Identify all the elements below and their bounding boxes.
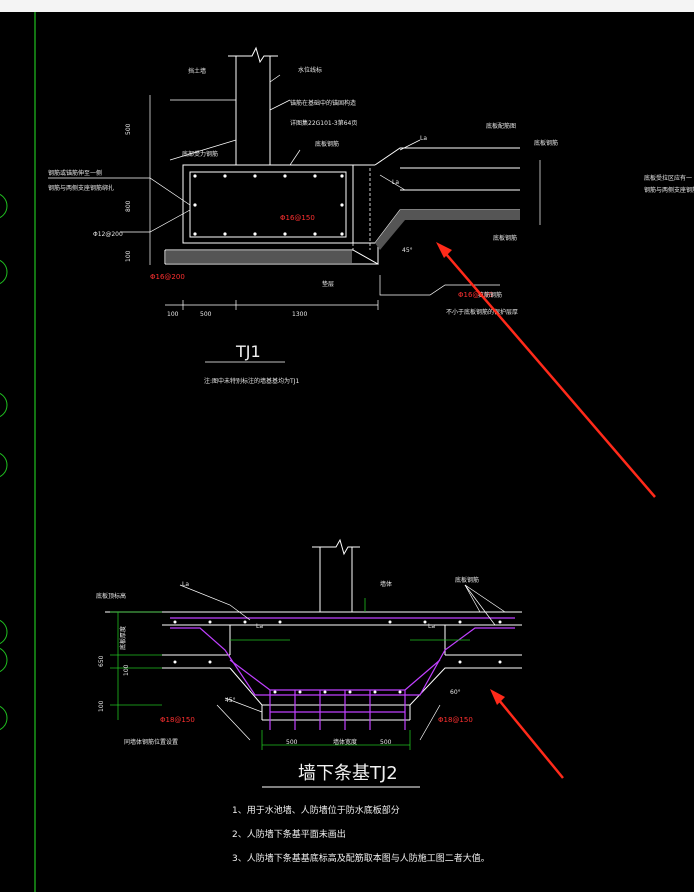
tj2-dim-100: 100 [123, 664, 130, 676]
tj1-label-sheet: 底板配筋图 [486, 122, 516, 130]
tj1-dim-1300: 1300 [292, 311, 307, 318]
tj1-la-2: La [392, 179, 399, 186]
tj2-angle-2: 60° [450, 689, 461, 696]
tj1-rebar-red-3: Φ16@200 [458, 291, 493, 299]
cad-drawing-svg: 挡土墙 水位线标 锚筋在基础中的锚固构造 详图集22G101-3第64页 底板钢… [0, 12, 694, 892]
tj2-note-1: 1、用于水池墙、人防墙位于防水底板部分 [232, 804, 400, 816]
tj2-la-1: La [182, 581, 189, 588]
tj2-dim-500-r: 500 [380, 739, 392, 746]
tj2-label-water: 底板顶标高 [96, 592, 126, 600]
grid-bubble [0, 647, 8, 673]
tj1-not-less: 不小于底板钢筋的保护层厚 [446, 308, 518, 316]
tj2-bottom-note: 同墙体钢筋位置设置 [124, 738, 178, 746]
red-arrow-1-head [436, 242, 452, 258]
tj1-dim-800: 800 [125, 200, 132, 212]
tj1-label-anchor: 锚筋在基础中的锚固构造 [290, 99, 356, 107]
tj2-dim-100b: 100 [98, 700, 105, 712]
red-annotation-arrows [436, 242, 656, 779]
tj2-section: 底板顶标高 墙体 底板钢筋 底板厚度 La La La 650 100 100 … [96, 538, 522, 864]
tj1-label-bottom-steel: 底板钢筋 [493, 234, 517, 242]
tj1-angle: 45° [402, 247, 413, 254]
grid-bubble [0, 452, 8, 478]
tj2-angle-1: 45° [225, 697, 236, 704]
red-arrow-1 [439, 246, 656, 498]
tj1-rebar-red-2: Φ16@200 [150, 273, 185, 281]
tj2-dim-wall: 墙体宽度 [333, 738, 357, 746]
grid-bubble [0, 259, 8, 285]
cad-drawing-canvas[interactable]: 挡土墙 水位线标 锚筋在基础中的锚固构造 详图集22G101-3第64页 底板钢… [0, 12, 694, 892]
tj2-dim-500-l: 500 [286, 739, 298, 746]
tj1-tie: 拉筋钢筋 [478, 291, 502, 299]
tj1-left-note-2: 钢筋与两侧支座钢筋绑扎 [48, 184, 114, 192]
tj1-section: 挡土墙 水位线标 锚筋在基础中的锚固构造 详图集22G101-3第64页 底板钢… [48, 46, 694, 385]
tj1-right-note-2: 钢筋与两侧支座钢筋 [644, 186, 694, 194]
concrete-hatch [166, 210, 520, 263]
grid-bubbles [0, 193, 8, 731]
red-arrow-2-head [490, 689, 505, 705]
tj2-rebar-cage [170, 617, 515, 730]
tj1-left-note-1: 钢筋或锚筋伸至一侧 [48, 169, 102, 177]
grid-bubble [0, 619, 8, 645]
tj1-dim-100v: 100 [125, 250, 132, 262]
tj1-dim-500v: 500 [125, 123, 132, 135]
tj1-label-wall: 挡土墙 [188, 67, 206, 75]
red-arrow-2 [493, 693, 564, 779]
tj1-title: TJ1 [235, 342, 261, 361]
tj1-label-side-bar: 底板钢筋 [315, 140, 339, 148]
tj1-note: 注:图中未特别标注的墙基基均为TJ1 [204, 377, 299, 385]
tj1-rebar-red-1: Φ16@150 [280, 214, 315, 222]
tj1-label-atlas: 详图集22G101-3第64页 [290, 119, 357, 127]
window-top-strip [0, 0, 694, 12]
tj2-dim-650: 650 [98, 655, 105, 667]
tj1-la-1: La [420, 135, 427, 142]
tj2-la-2: La [256, 623, 263, 630]
tj1-right-note-1: 底板受拉区应有一 [644, 174, 692, 182]
tj2-label-side: 底板厚度 [119, 626, 127, 650]
tj2-note-2: 2、人防墙下条基平面未画出 [232, 828, 346, 840]
tj2-note-3: 3、人防墙下条基基底标高及配筋取本图与人防施工图二者大值。 [232, 852, 490, 864]
tj2-label-bottom-steel: 底板钢筋 [455, 576, 479, 584]
grid-bubble [0, 193, 8, 219]
tj1-label-bottom-left: 底部受力钢筋 [182, 150, 218, 158]
tj1-label-water: 水位线标 [298, 66, 322, 74]
tj1-label-top-steel: 底板钢筋 [534, 139, 558, 147]
tj1-rebar-1: Φ12@200 [93, 231, 123, 238]
tj2-la-3: La [428, 623, 435, 630]
tj2-rebar-red-2: Φ18@150 [438, 716, 473, 724]
tj1-dim-500h: 500 [200, 311, 212, 318]
tj1-dim-100h: 100 [167, 311, 179, 318]
tj2-title: 墙下条基TJ2 [298, 763, 398, 784]
tj2-rebar-red-1: Φ18@150 [160, 716, 195, 724]
grid-bubble [0, 392, 8, 418]
tj1-label-cushion: 垫层 [322, 280, 334, 288]
grid-bubble [0, 705, 8, 731]
tj2-label-wall: 墙体 [380, 580, 392, 588]
tj2-green-leaders [110, 598, 470, 750]
